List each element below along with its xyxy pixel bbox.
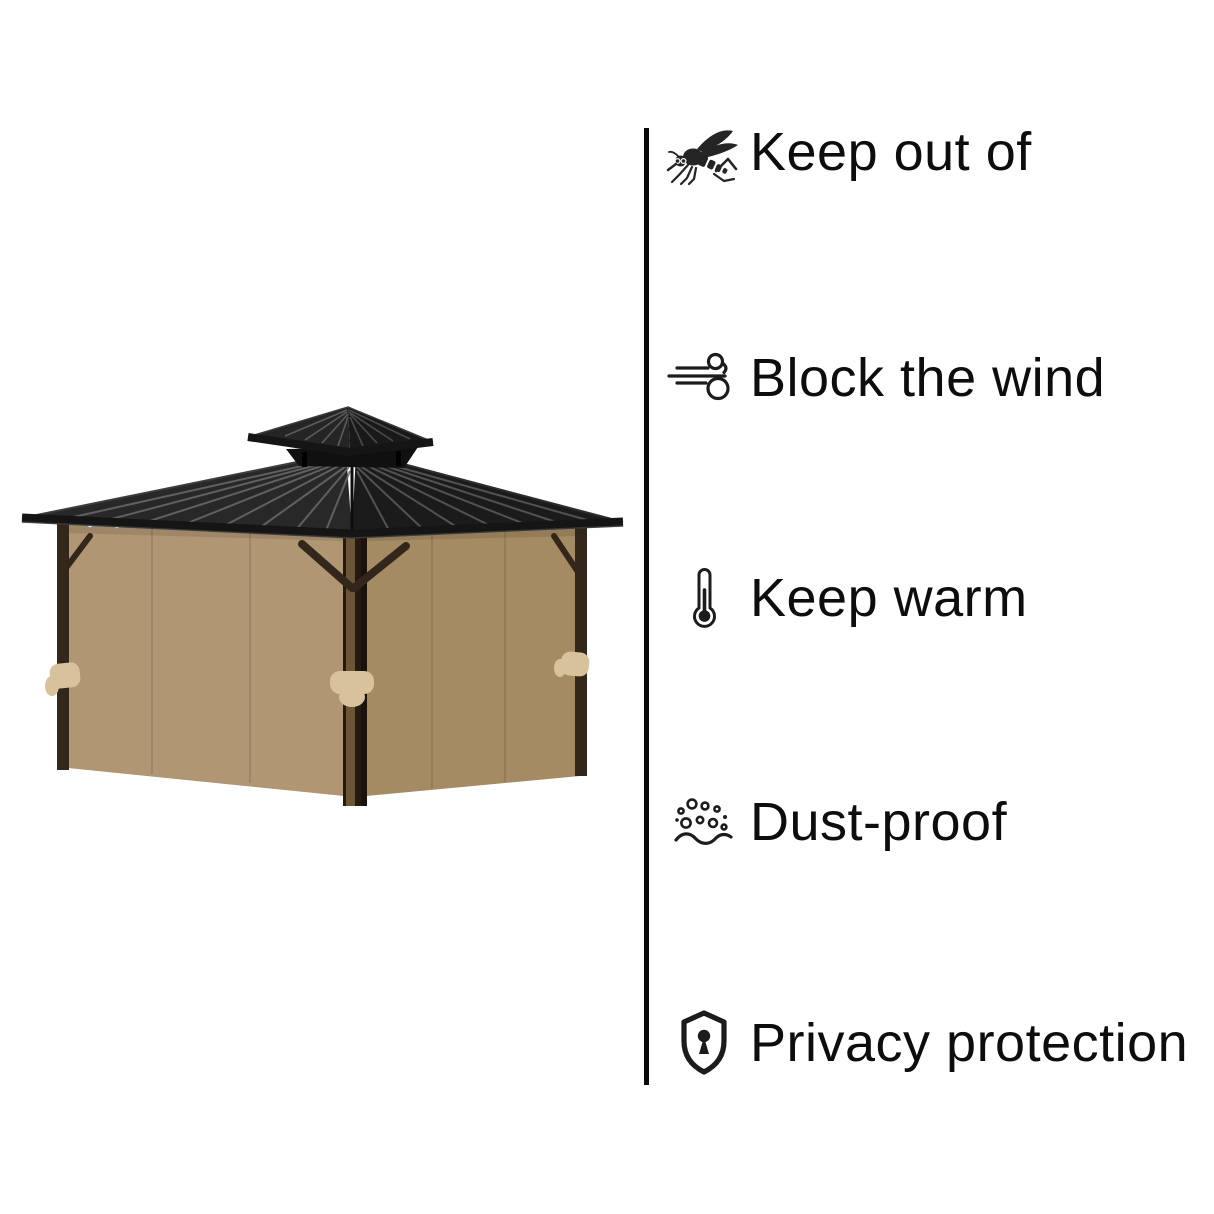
feature-row-privacy-protection: Privacy protection: [662, 1007, 1188, 1079]
gazebo-corner-braces: [63, 533, 581, 592]
mosquito-icon: [662, 119, 746, 185]
feature-row-dust-proof: Dust-proof: [662, 786, 1007, 858]
feature-row-block-the-wind: Block the wind: [662, 342, 1105, 414]
feature-label-block-the-wind: Block the wind: [750, 348, 1106, 408]
feature-label-privacy-protection: Privacy protection: [750, 1013, 1189, 1073]
feature-row-keep-out-of: Keep out of: [662, 116, 1032, 188]
feature-label-dust-proof: Dust-proof: [750, 792, 1008, 852]
wind-icon: [662, 349, 746, 407]
feature-label-keep-out-of: Keep out of: [750, 122, 1032, 182]
gazebo-top-tier-roof: [247, 406, 434, 468]
feature-label-keep-warm: Keep warm: [750, 568, 1028, 628]
gazebo-product-image: [21, 406, 624, 806]
shield-keyhole-icon: [662, 1010, 746, 1076]
thermometer-icon: [662, 566, 746, 630]
vertical-divider: [644, 128, 649, 1085]
gazebo-main-roof: [21, 451, 624, 539]
curtain-tie-straps: [45, 651, 590, 707]
dust-icon: [662, 793, 746, 851]
feature-row-keep-warm: Keep warm: [662, 562, 1028, 634]
